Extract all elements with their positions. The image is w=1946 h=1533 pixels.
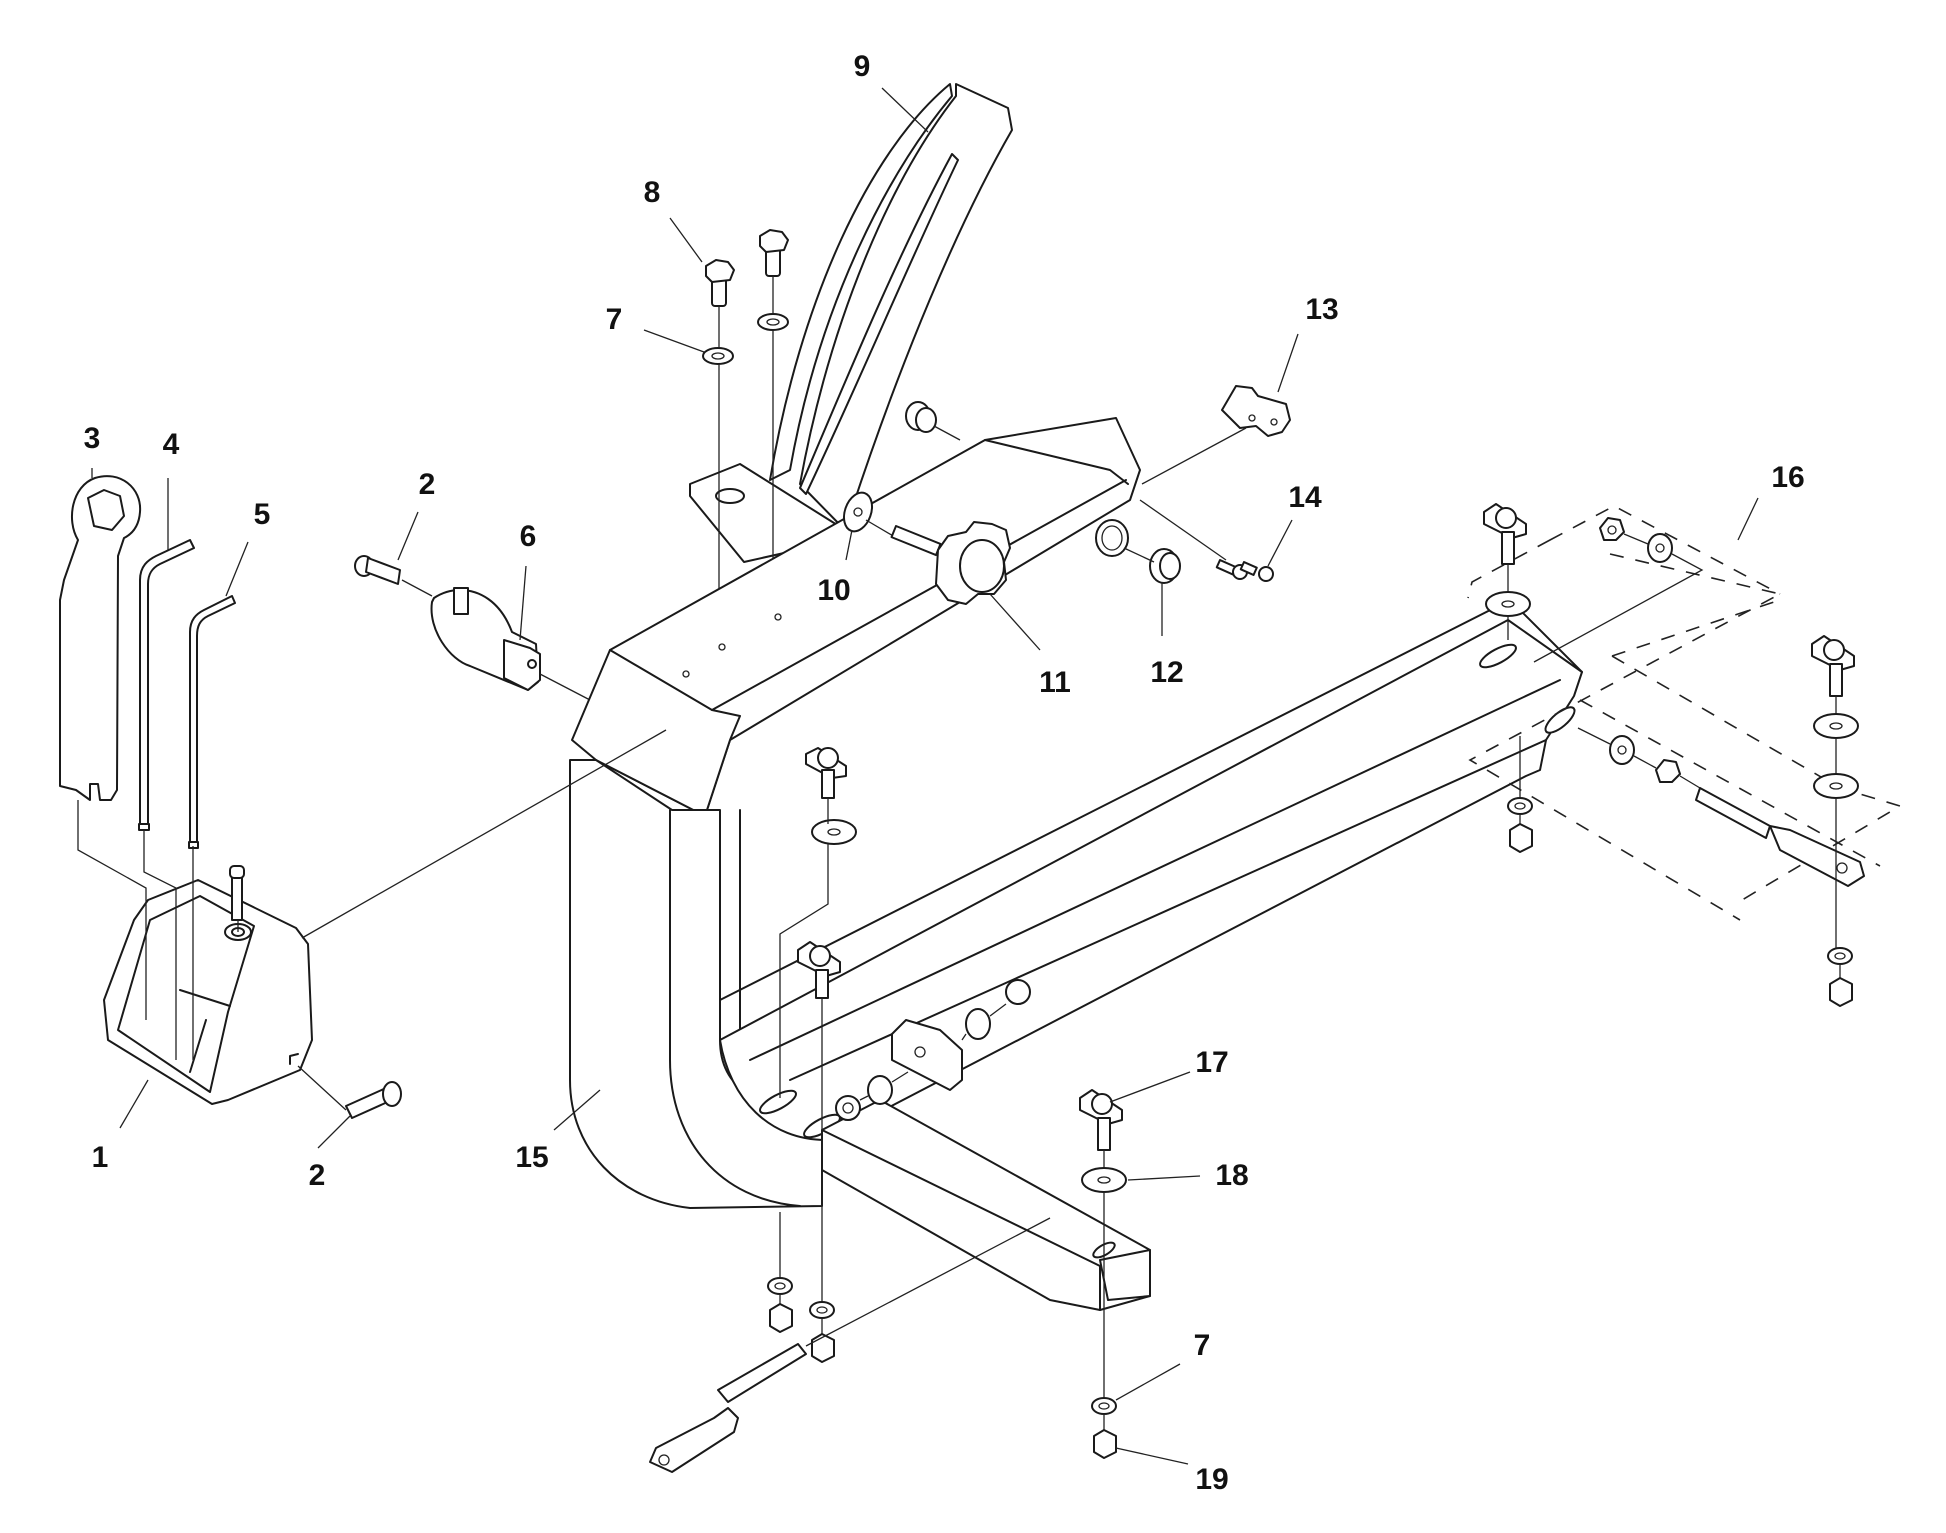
bottom-nut-stack-mid: [809, 1170, 835, 1363]
wrench-part: [59, 475, 142, 801]
callout-4: 4: [163, 428, 180, 461]
curved-guide-arm-part: [689, 83, 1013, 563]
hex-bolt-part: [705, 259, 735, 307]
callout-2-top: 2: [419, 468, 436, 501]
socket-screw-bottom-part: [345, 1081, 402, 1119]
clamp-part: [430, 587, 541, 691]
bottom-nut-stack-left: [767, 1212, 793, 1333]
leader-lines: [91, 87, 1759, 1465]
socket-screw-top-part: [229, 865, 245, 921]
callout-18: 18: [1215, 1159, 1248, 1192]
callout-17: 17: [1195, 1046, 1228, 1079]
callout-1: 1: [92, 1141, 109, 1174]
screw-part: [1215, 559, 1274, 582]
callout-8: 8: [644, 176, 661, 209]
callout-9: 9: [854, 50, 871, 83]
bushing-part: [1149, 548, 1181, 584]
callout-5: 5: [254, 498, 271, 531]
large-washer-part: [1081, 1167, 1127, 1193]
t-bolt-right-2-part: [1811, 635, 1855, 697]
callout-7-top: 7: [606, 303, 623, 336]
t-bolt-part: [1079, 1089, 1123, 1151]
washer-top-1: [702, 347, 734, 365]
lug-bar-bottom-part: [649, 1343, 807, 1473]
callout-10: 10: [817, 574, 850, 607]
callout-13: 13: [1305, 293, 1338, 326]
callout-7-bottom: 7: [1194, 1329, 1211, 1362]
tool-holder-part: [103, 879, 313, 1105]
bushing-top-part: [905, 401, 937, 433]
callout-19: 19: [1195, 1463, 1228, 1496]
hex-key-small-part: [188, 595, 236, 849]
callout-2-bottom: 2: [309, 1159, 326, 1192]
bracket-plate-part: [891, 1019, 963, 1091]
callout-16: 16: [1771, 461, 1804, 494]
t-bolt-left-2-part: [797, 941, 841, 999]
hex-bolt-2-part: [759, 229, 789, 277]
callout-15: 15: [515, 1141, 548, 1174]
star-knob-part: [890, 521, 1011, 605]
washer-bottom-part: [1091, 1397, 1117, 1415]
callout-labels: 3 4 5 2 6 8 7 9 10 11 12 13 14 16 1 2 15…: [84, 50, 1805, 1496]
main-frame-part: [569, 417, 1583, 1311]
t-bolt-right-1-part: [1483, 503, 1527, 565]
callout-14: 14: [1288, 481, 1322, 514]
callout-11: 11: [1039, 666, 1071, 699]
lug-bar-right-part: [1695, 787, 1865, 887]
stop-block-part: [1221, 385, 1291, 437]
t-bolt-left-1-part: [805, 747, 847, 799]
hex-key-large-part: [138, 539, 195, 831]
hex-nut-part: [1093, 1429, 1117, 1459]
callout-3: 3: [84, 422, 101, 455]
washer-top-2: [757, 313, 789, 331]
flat-washer-part: [842, 491, 874, 533]
callout-6: 6: [520, 520, 537, 553]
callout-12: 12: [1150, 656, 1183, 689]
socket-screw-upper-part: [354, 555, 401, 585]
